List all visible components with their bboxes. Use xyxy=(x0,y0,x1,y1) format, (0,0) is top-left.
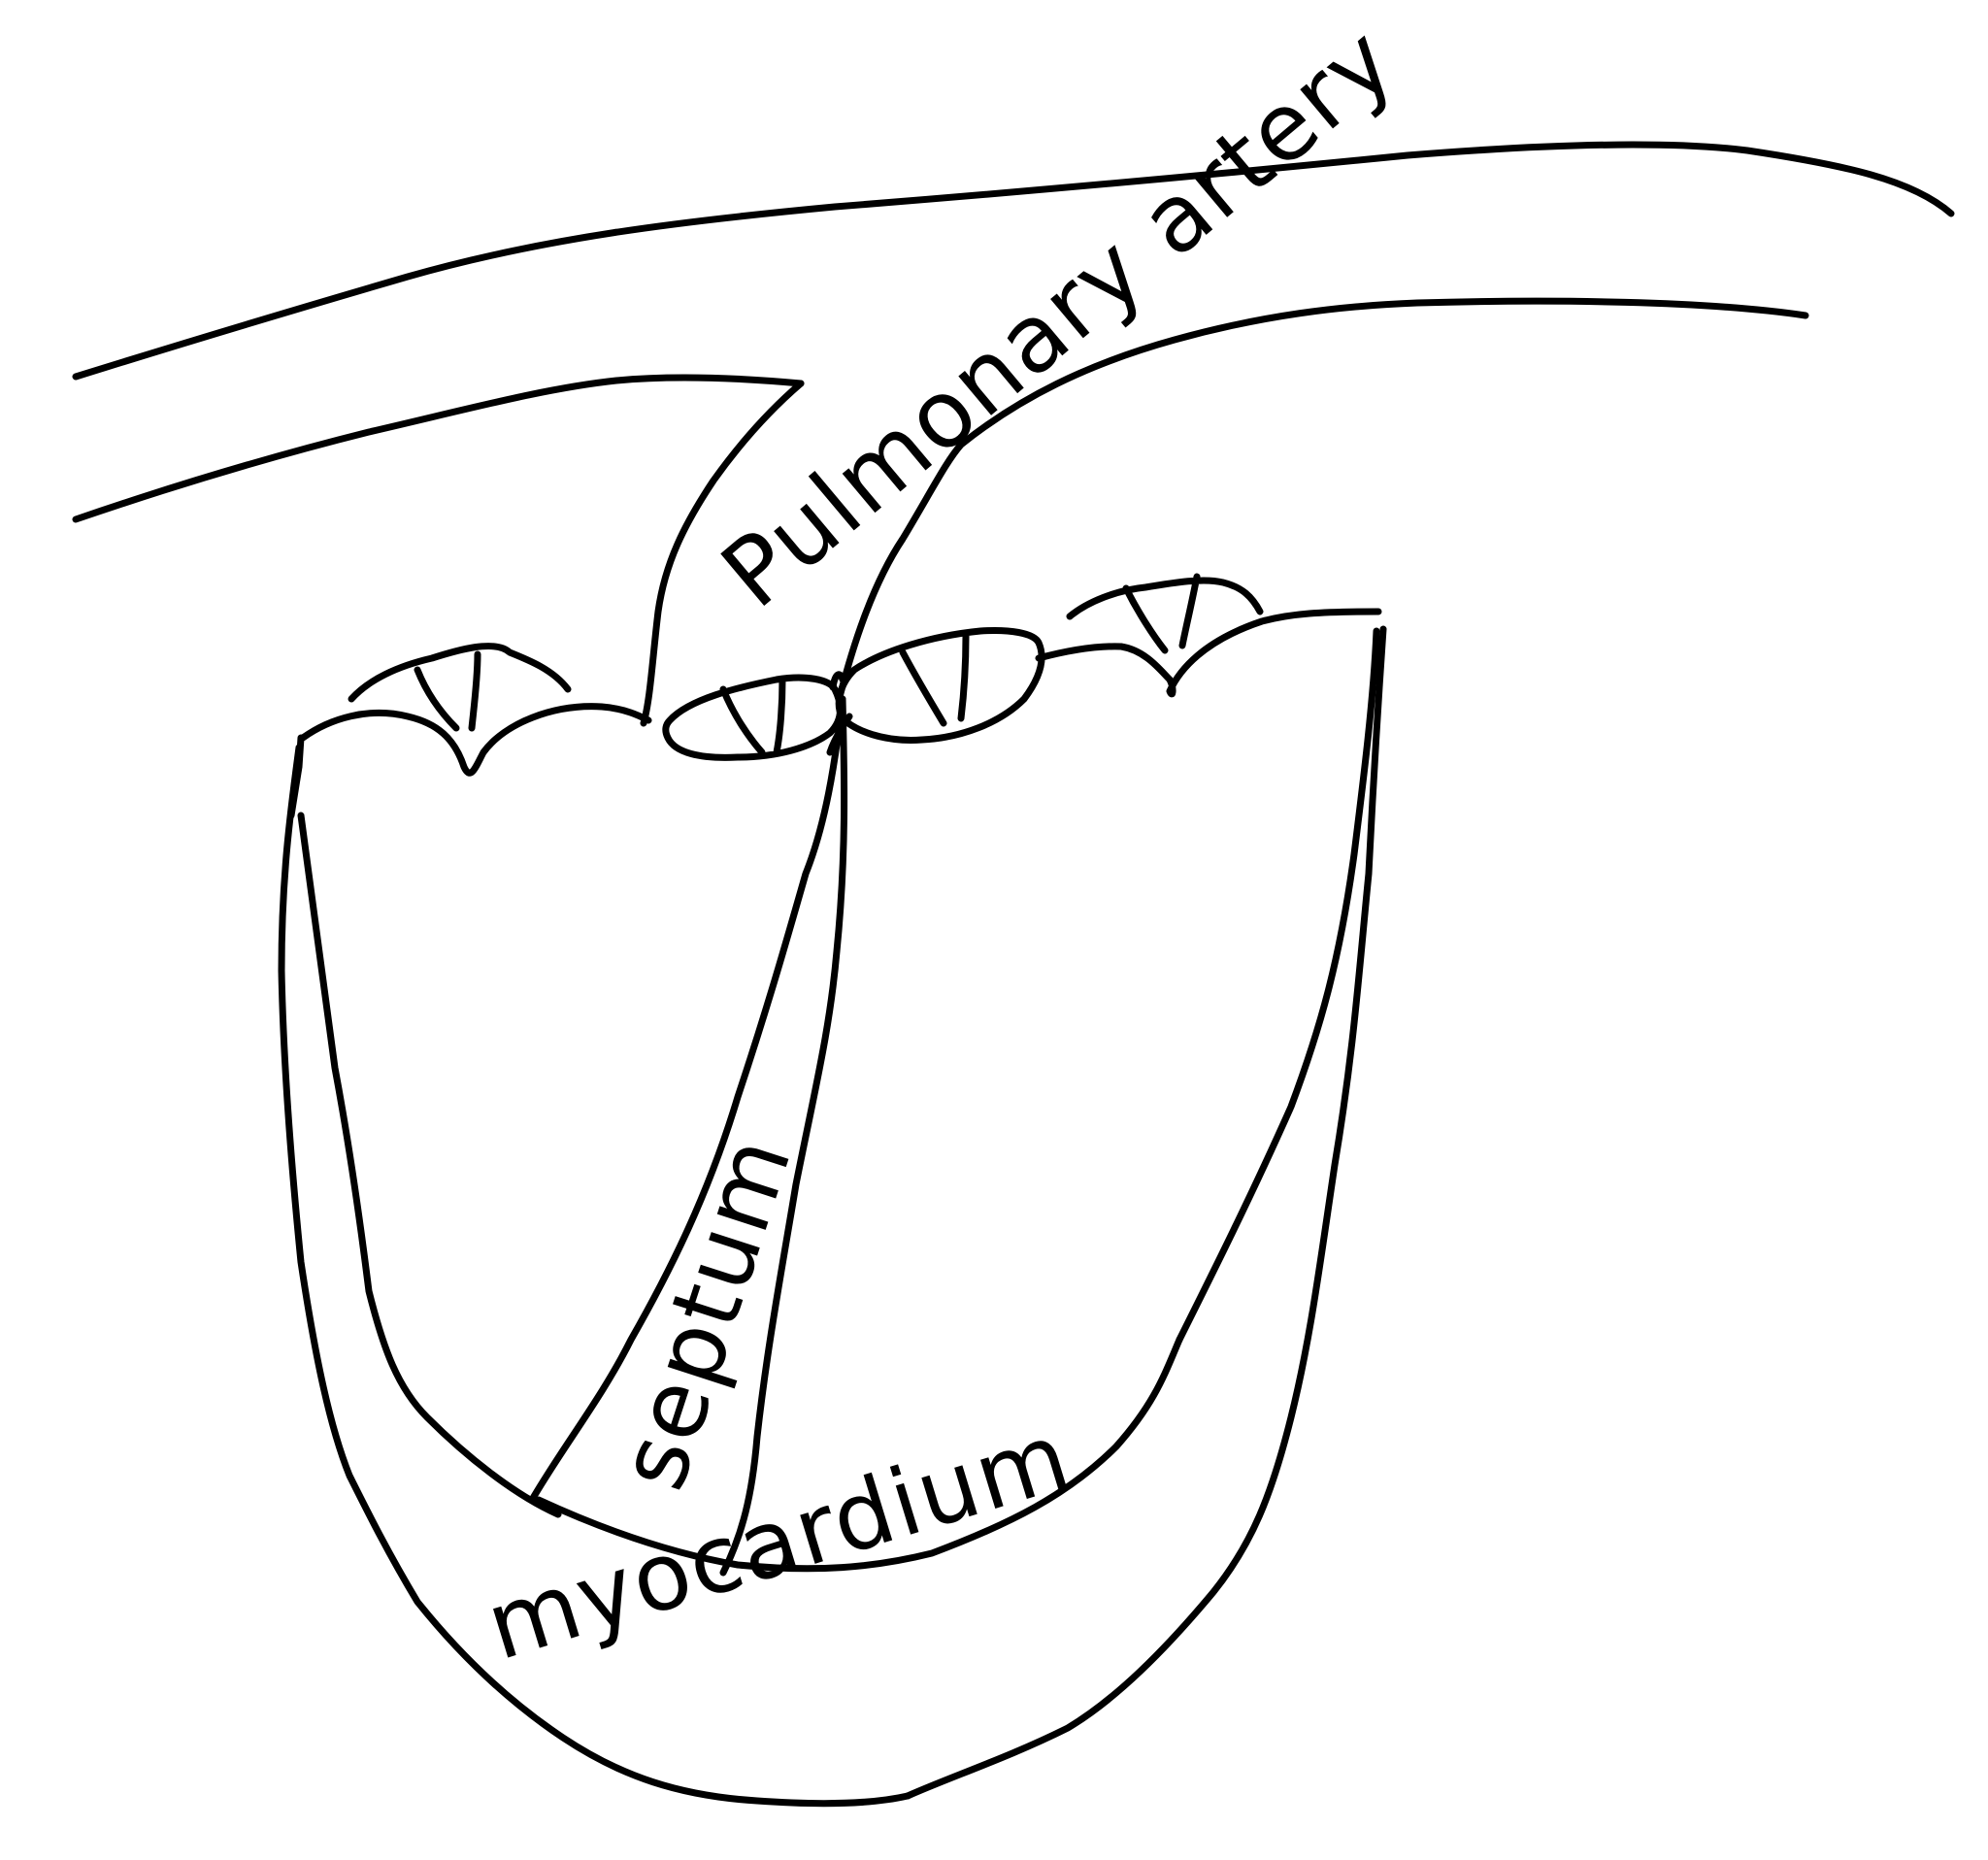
ventricle-inner-left xyxy=(297,812,562,1518)
valve-cusp-right xyxy=(1066,573,1264,654)
myocardium-left-edge xyxy=(287,734,305,819)
valve-rim-left xyxy=(299,703,652,777)
ventricle-inner-bottom xyxy=(535,1336,1183,1573)
septum-left-edge xyxy=(528,695,846,1504)
label-pulmonary-artery: Pulmonary artery xyxy=(702,5,1415,628)
pulmonary-trunk-left-wall xyxy=(640,380,805,727)
myocardium-outer-right xyxy=(904,625,1387,1800)
valve-cusp-left xyxy=(348,643,572,732)
valve-rim-right xyxy=(1035,608,1382,698)
valve-oval-middle xyxy=(662,674,844,761)
septum-top-connector xyxy=(826,671,853,756)
ventricle-inner-right xyxy=(1176,627,1380,1344)
pulmonary-artery-lower-wall xyxy=(72,374,805,523)
label-septum: septum xyxy=(597,1123,812,1502)
myocardium-outer-left xyxy=(278,744,911,1808)
pulmonary-artery-upper-wall xyxy=(72,141,1955,381)
valve-oval-right xyxy=(835,627,1045,744)
septum-right-edge xyxy=(719,695,848,1577)
pulmonary-artery-inner-wall xyxy=(836,297,1809,701)
